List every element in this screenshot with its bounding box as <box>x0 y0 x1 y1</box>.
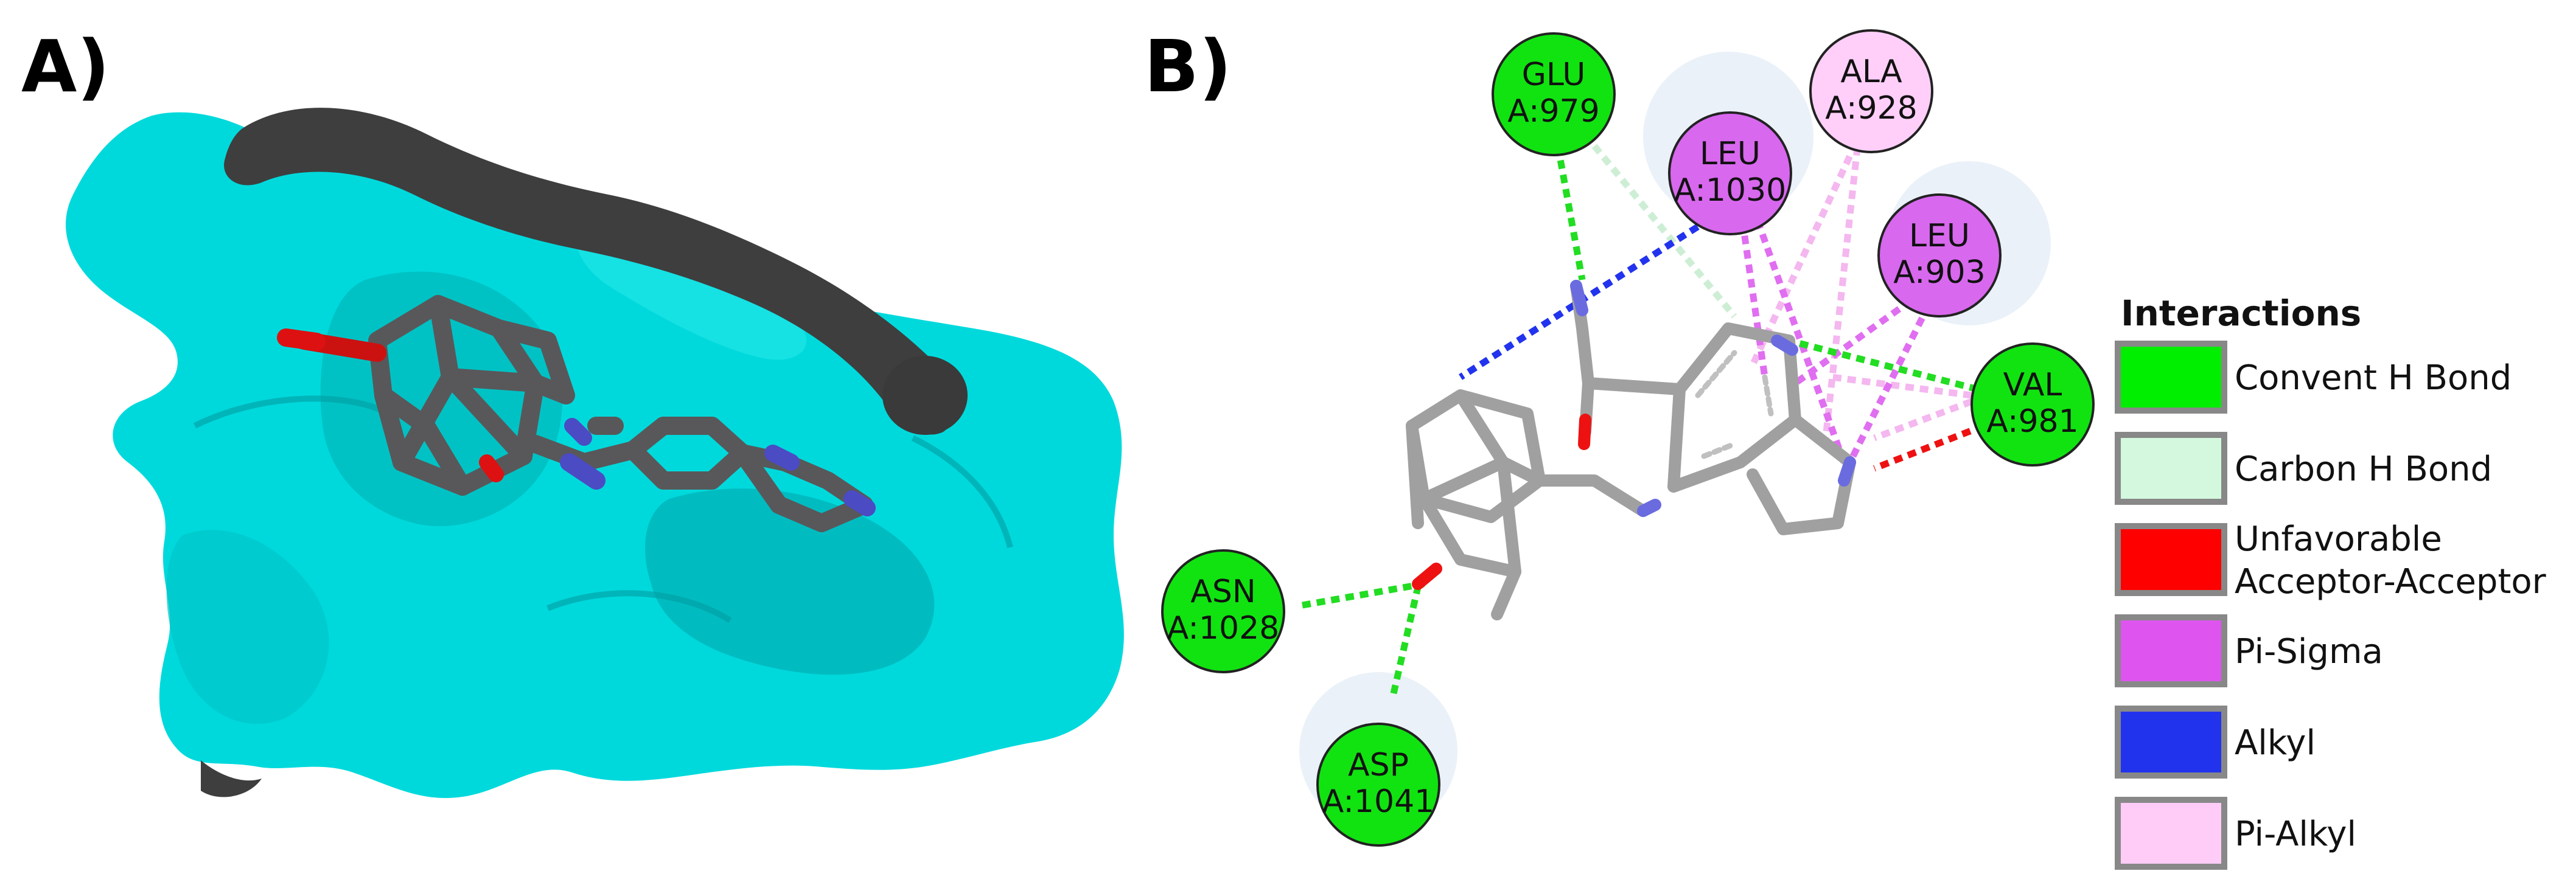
hbond-glu979 <box>1554 145 1586 280</box>
ligand-3d <box>277 295 876 532</box>
surface-shadow-3 <box>166 530 329 724</box>
residue-glu979: GLU A:979 <box>1492 32 1616 156</box>
residue-leu1030: LEU A:1030 <box>1668 111 1792 235</box>
svg-text:A:1041: A:1041 <box>1322 783 1435 820</box>
pi-alkyl-ala928-b <box>1822 103 1866 439</box>
residue-asp1041: ASP A:1041 <box>1316 723 1440 847</box>
panel-b: B) <box>1144 24 2547 870</box>
pi-alkyl-val981 <box>1831 373 1972 399</box>
ribbon-end <box>882 356 968 435</box>
svg-text:Carbon H Bond: Carbon H Bond <box>2235 449 2492 489</box>
legend: Interactions Convent H Bond Carbon H Bon… <box>2115 293 2547 870</box>
pi-alkyl-val981-b <box>1873 398 1973 442</box>
svg-text:Pi-Sigma: Pi-Sigma <box>2235 632 2383 672</box>
svg-text:LEU: LEU <box>1909 218 1970 254</box>
surface-fold <box>193 395 1013 623</box>
surface-highlight <box>576 230 807 360</box>
svg-text:VAL: VAL <box>2003 367 2062 403</box>
svg-text:A:1030: A:1030 <box>1674 172 1787 209</box>
residue-val981: VAL A:981 <box>1970 342 2095 467</box>
svg-text:A:903: A:903 <box>1893 254 1985 291</box>
svg-text:Pi-Alkyl: Pi-Alkyl <box>2235 814 2356 854</box>
svg-text:ALA: ALA <box>1840 54 1902 90</box>
svg-text:GLU: GLU <box>1522 57 1586 93</box>
legend-item-convent-h-bond: Convent H Bond <box>2115 341 2511 414</box>
surface-shadow-2 <box>645 488 935 675</box>
pi-sigma-leu903-b <box>1847 290 1938 464</box>
carbon-h-glu979 <box>1591 144 1737 319</box>
ligand-2d-heteroatoms <box>1412 280 1856 590</box>
residue-asn1028: ASN A:1028 <box>1161 549 1285 673</box>
ribbon-tail <box>201 760 262 797</box>
svg-text:LEU: LEU <box>1700 136 1761 172</box>
legend-title: Interactions <box>2121 293 2361 334</box>
hbond-asn1028 <box>1302 580 1425 609</box>
panel-b-label: B) <box>1144 24 1232 108</box>
svg-text:Unfavorable: Unfavorable <box>2235 519 2442 559</box>
svg-text:A:1028: A:1028 <box>1167 610 1280 647</box>
hbond-asp1041 <box>1390 586 1422 695</box>
legend-item-pi-alkyl: Pi-Alkyl <box>2115 797 2356 870</box>
ribbon-strand <box>224 108 955 435</box>
legend-item-pi-sigma: Pi-Sigma <box>2115 614 2383 687</box>
svg-text:A:979: A:979 <box>1507 93 1599 130</box>
protein-ribbon <box>201 108 968 797</box>
hbond-val981 <box>1788 337 1979 393</box>
legend-item-carbon-h-bond: Carbon H Bond <box>2115 432 2492 505</box>
svg-text:ASN: ASN <box>1190 574 1255 610</box>
interaction-lines <box>1302 102 1985 695</box>
svg-text:ASP: ASP <box>1348 747 1409 783</box>
residue-leu903: LEU A:903 <box>1877 193 2002 318</box>
legend-item-alkyl: Alkyl <box>2115 706 2316 779</box>
legend-item-unfavorable: Unfavorable Acceptor-Acceptor <box>2115 519 2547 602</box>
unfavorable-val981 <box>1873 422 1985 472</box>
svg-text:A:981: A:981 <box>1986 403 2078 440</box>
residue-ala928: ALA A:928 <box>1809 29 1933 153</box>
panel-a: A) <box>21 24 1124 798</box>
svg-text:Acceptor-Acceptor: Acceptor-Acceptor <box>2235 562 2547 602</box>
pi-sigma-leu903 <box>1793 289 1925 386</box>
svg-text:Alkyl: Alkyl <box>2235 723 2316 763</box>
panel-a-label: A) <box>21 24 110 108</box>
svg-text:A:928: A:928 <box>1825 90 1917 127</box>
ligand-2d <box>1406 280 1856 620</box>
pi-sigma-leu1030-b <box>1749 206 1848 463</box>
svg-text:Convent H Bond: Convent H Bond <box>2235 358 2511 398</box>
